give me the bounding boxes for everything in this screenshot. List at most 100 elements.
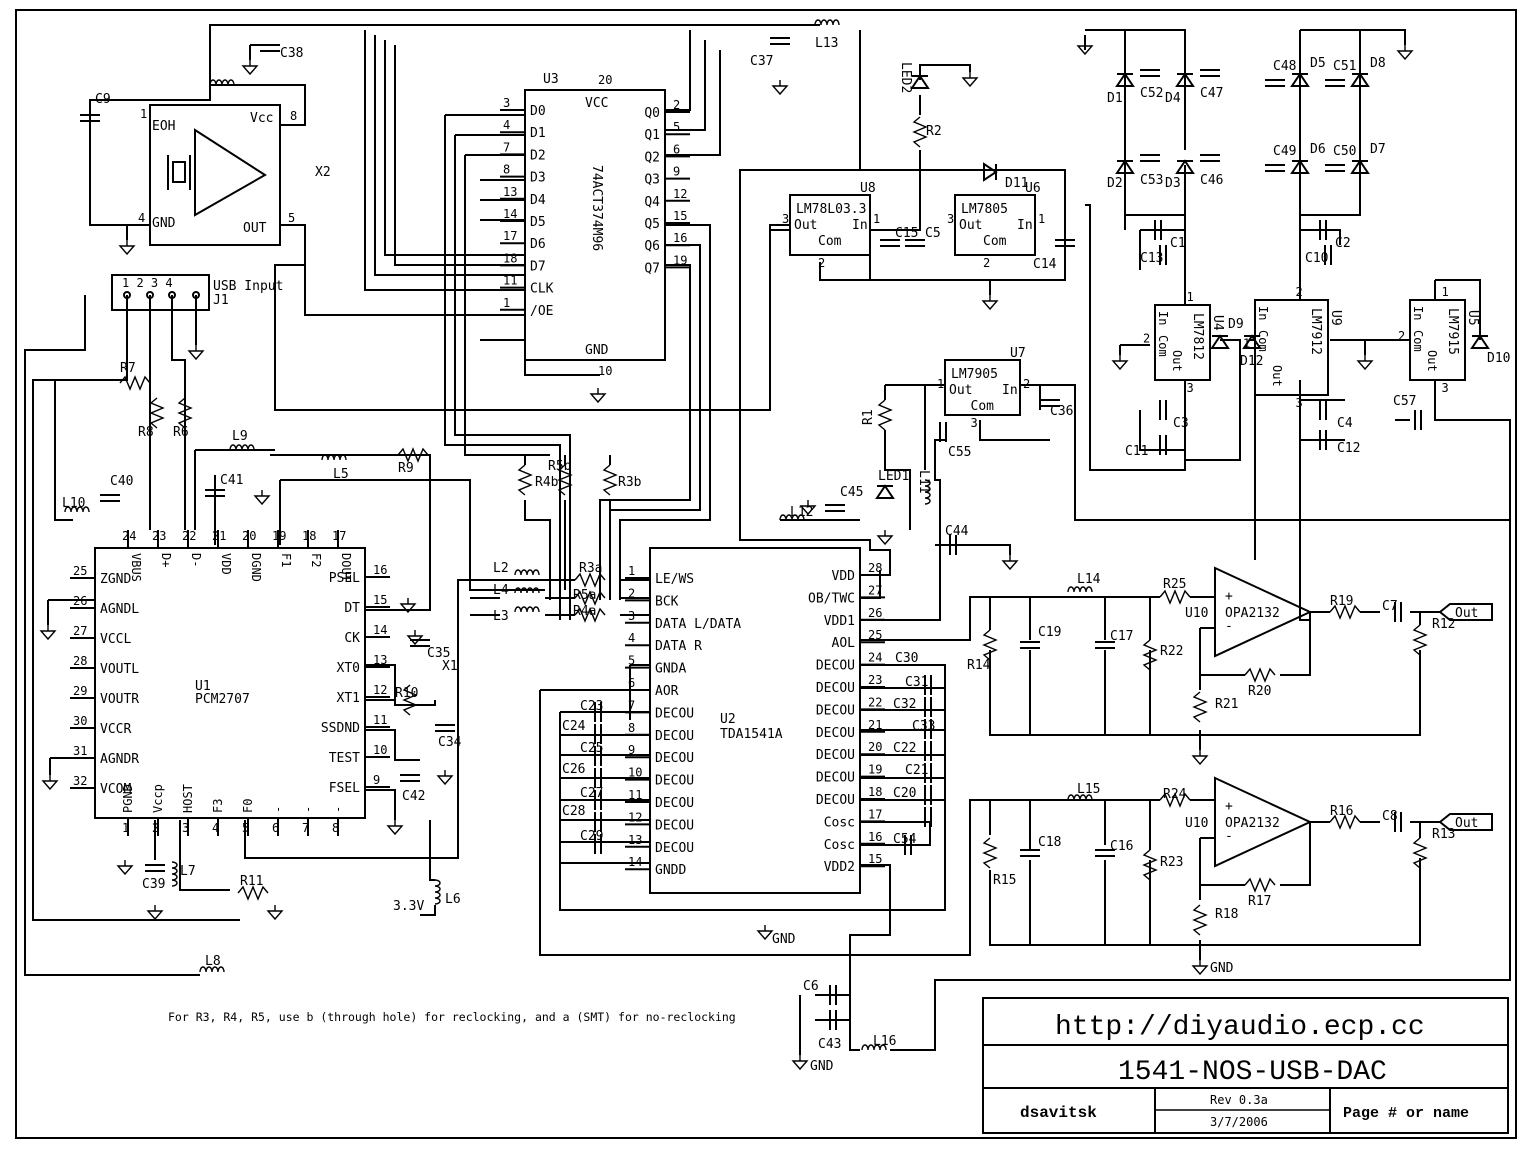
capacitor-tda-right-5 xyxy=(924,785,932,805)
ic-u2-pin-26-num: 26 xyxy=(868,606,882,620)
ic-u2-pin-15-name: VDD2 xyxy=(824,860,855,875)
ic-u1-pin-32-name: VCOM xyxy=(100,782,131,797)
ic-u2-pin-26-name: VDD1 xyxy=(824,614,855,629)
label-v33: 3.3V xyxy=(393,899,424,914)
capacitor-c45 xyxy=(825,504,845,512)
ic-u1-pin-21-num: 21 xyxy=(212,529,226,543)
capacitor-c34 xyxy=(435,724,455,732)
ic-u2-pin-5-num: 5 xyxy=(628,654,635,668)
label-c9: C9 xyxy=(95,92,111,107)
ic-u2-pin-13-num: 13 xyxy=(628,833,642,847)
ground-symbol-c44 xyxy=(1001,555,1019,571)
capacitor-c14 xyxy=(1055,239,1075,247)
label-c30: C30 xyxy=(895,651,918,666)
ic-u1-pin-16-num: 16 xyxy=(373,563,387,577)
ic-u1-pin-14-num: 14 xyxy=(373,623,387,637)
ic-u2-pin-14-name: GNDD xyxy=(655,863,686,878)
label-r10: R10 xyxy=(395,686,418,701)
ic-u2-pin-1-name: LE/WS xyxy=(655,572,694,587)
ic-u2-pin-9-num: 9 xyxy=(628,743,635,757)
ground-symbol-c41 xyxy=(253,490,271,506)
label-u3-gnd-pin: 10 xyxy=(598,364,612,378)
ic-u2-pin-3-name: DATA L/DATA xyxy=(655,617,741,632)
label-c27: C27 xyxy=(580,786,603,801)
ic-u1-pin-30-num: 30 xyxy=(73,714,87,728)
ic-u2-pin-2-num: 2 xyxy=(628,586,635,600)
capacitor-c16 xyxy=(1095,849,1115,857)
label-c49: C49 xyxy=(1273,144,1296,159)
label-r21: R21 xyxy=(1215,697,1238,712)
ic-u2-pin-4-num: 4 xyxy=(628,631,635,645)
ic-u1-pin-5-name: F0 xyxy=(241,799,255,813)
label-r4a: R4a xyxy=(573,604,596,619)
regulator-pin-out: 3 xyxy=(1187,381,1194,395)
regulator-pin-com: 2 xyxy=(1398,329,1405,343)
label-d5: D5 xyxy=(1310,56,1326,71)
ground-symbol-c38 xyxy=(241,60,259,76)
ic-u1-pin-9-num: 9 xyxy=(373,773,380,787)
ic-u2-pin-18-name: DECOU xyxy=(816,793,855,808)
inductor-l7 xyxy=(171,861,178,887)
label-c41: C41 xyxy=(220,473,243,488)
ic-u2-pin-19-name: DECOU xyxy=(816,771,855,786)
label-x1: X1 xyxy=(442,659,458,674)
ic-u3-pin-4-name: D1 xyxy=(530,126,546,141)
ic-u1-pin-1-name: PGND xyxy=(121,784,135,813)
capacitor-c1 xyxy=(1154,220,1162,240)
ic-u2-pin-24-num: 24 xyxy=(868,651,882,665)
ic_u3-body xyxy=(524,89,666,361)
label-r17: R17 xyxy=(1248,894,1271,909)
diode-d1 xyxy=(1115,72,1135,87)
regulator-pin-in: 1 xyxy=(1442,285,1449,299)
ground-symbol-u9 xyxy=(1356,355,1374,371)
label-c39: C39 xyxy=(142,877,165,892)
capacitor-c3 xyxy=(1159,400,1167,420)
j1-pin-3 xyxy=(168,291,176,299)
ic-u2-pin-16-name: Cosc xyxy=(824,838,855,853)
label-d1: D1 xyxy=(1107,91,1123,106)
ground-symbol-j1 xyxy=(187,345,205,361)
ic-u2-pin-8-name: DECOU xyxy=(655,729,694,744)
resistor-r17 xyxy=(1244,877,1276,893)
title-page: Page # or name xyxy=(1343,1105,1469,1122)
ic-u1-pin-12-num: 12 xyxy=(373,683,387,697)
resistor-r8 xyxy=(149,397,165,429)
regulator-out: Out xyxy=(1170,350,1184,372)
capacitor-c40 xyxy=(100,494,120,502)
ic-u1-pin-18-num: 18 xyxy=(302,529,316,543)
regulator-out: Out xyxy=(1270,365,1284,387)
ground-symbol-x2 xyxy=(118,240,136,256)
capacitor-c6 xyxy=(829,985,837,1005)
ic-u3-pin-12-name: Q4 xyxy=(644,195,660,210)
regulator-ref: U7 xyxy=(1010,346,1026,361)
ic-u2-pin-7-name: DECOU xyxy=(655,706,694,721)
capacitor-c12 xyxy=(1319,430,1327,450)
ic-u2-pin-17-name: Cosc xyxy=(824,815,855,830)
ic-u2-pin-14-num: 14 xyxy=(628,855,642,869)
ic-u3-pin-12-num: 12 xyxy=(673,187,687,201)
capacitor-tda-right-1 xyxy=(924,697,932,717)
ic-u2-pin-18-num: 18 xyxy=(868,785,882,799)
inductor-l8 xyxy=(199,966,225,973)
capacitor-c13 xyxy=(1159,245,1167,265)
label-led1: LED1 xyxy=(878,469,909,484)
capacitor-c15 xyxy=(880,239,900,247)
ic_u1-body xyxy=(94,547,366,819)
label-d2: D2 xyxy=(1107,176,1123,191)
regulator-out: Out xyxy=(794,218,817,233)
ic-u2-pin-24-name: DECOU xyxy=(816,659,855,674)
label-r3a: R3a xyxy=(579,561,602,576)
output-connector[interactable] xyxy=(1438,813,1493,831)
regulator-com: Com xyxy=(971,399,995,414)
ic-u1-pin-22-num: 22 xyxy=(182,529,196,543)
regulator-com: Com xyxy=(818,234,842,249)
inductor-l15 xyxy=(1067,794,1093,801)
label-r9: R9 xyxy=(398,461,414,476)
inductor-l9 xyxy=(229,444,255,451)
ic-u1-pin-5-num: 5 xyxy=(242,821,249,835)
ic-u3-pin-1-num: 1 xyxy=(503,296,510,310)
title-author: dsavitsk xyxy=(1020,1104,1097,1122)
output-connector[interactable] xyxy=(1438,603,1493,621)
resistor-r24 xyxy=(1159,792,1191,808)
ic-u1-pin-32-num: 32 xyxy=(73,774,87,788)
